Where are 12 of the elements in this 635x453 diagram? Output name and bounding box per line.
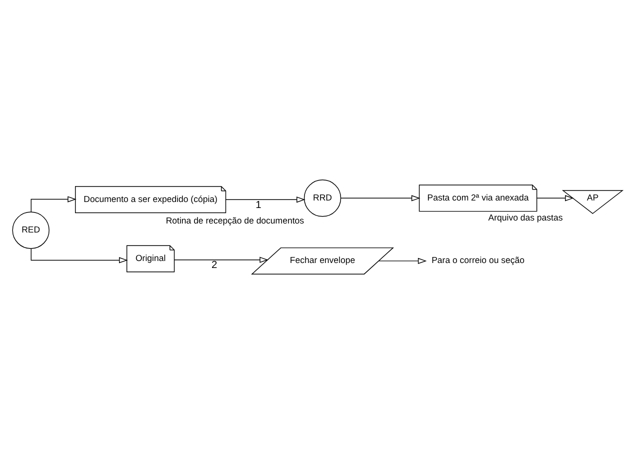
edge-label: 1 — [256, 199, 262, 210]
node-text: Para o correio ou seção — [432, 254, 524, 265]
arrow — [340, 194, 420, 201]
node-label: Arquivo das pastas — [488, 212, 563, 222]
node-circle: RRD — [304, 179, 342, 216]
node-label: Rotina de recepção de documentos — [166, 214, 304, 225]
arrow — [174, 256, 268, 262]
node-circle: RED — [12, 211, 50, 248]
edge-label: 2 — [211, 260, 218, 271]
arrow — [226, 196, 306, 202]
arrow — [378, 257, 427, 264]
arrow — [536, 194, 574, 201]
